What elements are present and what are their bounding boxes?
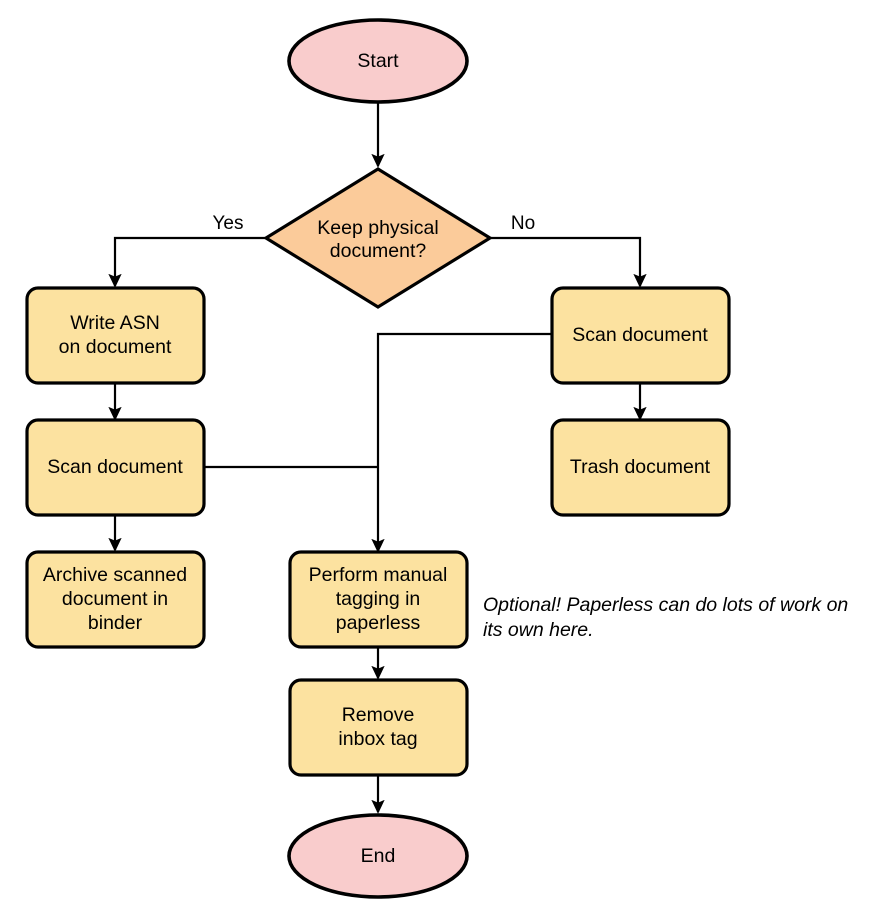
start-ellipse: [287, 18, 469, 104]
edge-decision-yes-to-write-asn: [108, 236, 265, 288]
edge-label-yes: Yes: [213, 213, 244, 234]
node-trash-document[interactable]: Trash document: [550, 418, 731, 517]
remove-inbox-box: [288, 678, 469, 777]
edges-layer: [108, 100, 647, 814]
manual-tagging-label-line2: tagging in: [336, 588, 421, 610]
write-asn-box: [25, 286, 206, 385]
manual-tagging-label-line1: Perform manual: [309, 564, 448, 586]
start-label: Start: [357, 50, 399, 72]
end-label: End: [361, 845, 396, 867]
node-archive-scanned-document[interactable]: Archive scanned document in binder: [25, 550, 206, 649]
annotation-line2: its own here.: [483, 619, 594, 641]
archive-label-line3: binder: [88, 612, 143, 634]
archive-label-line1: Archive scanned: [43, 564, 187, 586]
write-asn-label-line1: Write ASN: [70, 312, 160, 334]
node-remove-inbox-tag[interactable]: Remove inbox tag: [288, 678, 469, 777]
node-start[interactable]: Start: [287, 18, 469, 104]
scan-left-label: Scan document: [47, 456, 183, 478]
annotation-optional-note: Optional! Paperless can do lots of work …: [483, 594, 848, 641]
node-scan-document-left[interactable]: Scan document: [25, 418, 206, 517]
trash-box: [550, 418, 731, 517]
archive-label-line2: document in: [62, 588, 168, 610]
node-scan-document-right[interactable]: Scan document: [550, 286, 731, 385]
scan-left-box: [25, 418, 206, 517]
edge-label-no: No: [511, 213, 535, 234]
remove-inbox-label-line2: inbox tag: [338, 728, 417, 750]
node-decision-keep-physical-document[interactable]: Keep physical document?: [262, 167, 494, 309]
scan-right-label: Scan document: [572, 324, 708, 346]
node-end[interactable]: End: [287, 813, 469, 899]
node-manual-tagging[interactable]: Perform manual tagging in paperless: [288, 550, 469, 649]
node-write-asn[interactable]: Write ASN on document: [25, 286, 206, 385]
scan-right-box: [550, 286, 731, 385]
decision-label-line2: document?: [330, 240, 427, 262]
trash-label: Trash document: [570, 456, 711, 478]
end-ellipse: [287, 813, 469, 899]
decision-label-line1: Keep physical: [317, 217, 438, 239]
edge-scan-right-to-manual-tagging: [371, 332, 553, 553]
manual-tagging-label-line3: paperless: [336, 612, 421, 634]
remove-inbox-label-line1: Remove: [342, 704, 415, 726]
annotation-line1: Optional! Paperless can do lots of work …: [483, 594, 848, 616]
edge-decision-no-to-scan-right: [491, 236, 647, 288]
manual-tagging-box: [288, 550, 469, 649]
write-asn-label-line2: on document: [59, 336, 172, 358]
decision-diamond: [262, 167, 494, 309]
archive-box: [25, 550, 206, 649]
